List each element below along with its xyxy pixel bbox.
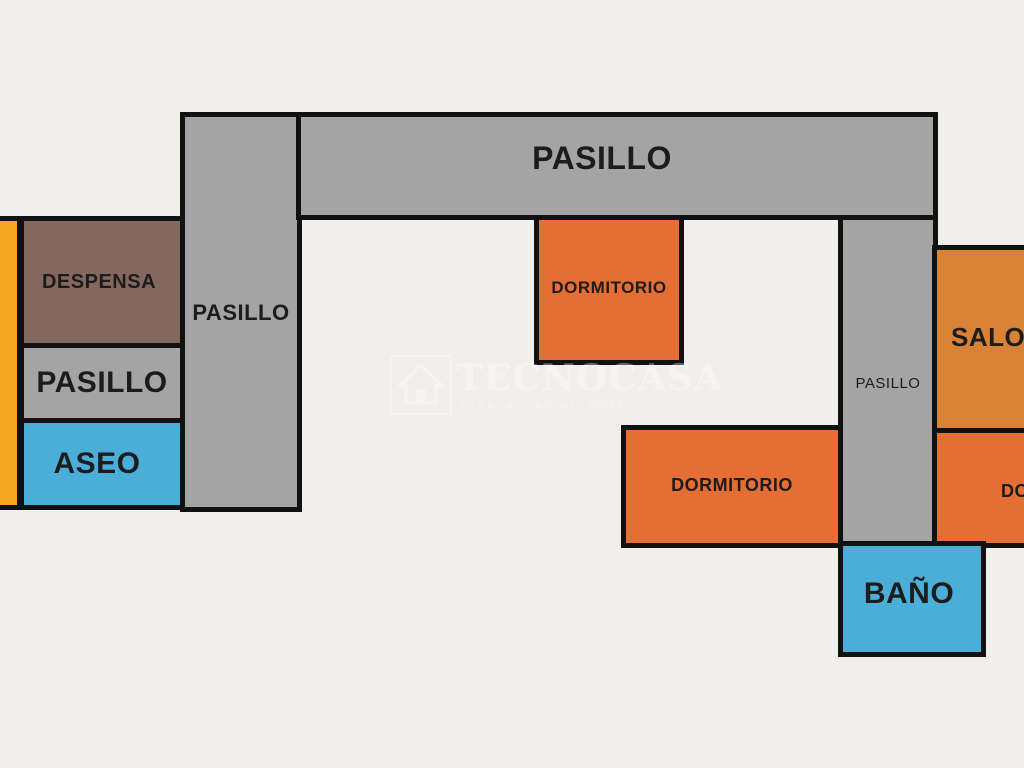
room-salon-partial: SALON — [932, 245, 1024, 434]
room-label-pasillo-vertical-right: PASILLO — [855, 374, 921, 392]
room-label-bano: BAÑO — [863, 577, 955, 610]
room-label-pasillo-small-left: PASILLO — [36, 366, 168, 399]
room-label-dormitorio-right: DORMITORIO — [1001, 480, 1024, 501]
room-label-pasillo-vertical-left: PASILLO — [192, 300, 290, 325]
room-dormitorio-lower: DORMITORIO — [621, 425, 843, 548]
watermark-house-icon — [390, 355, 452, 415]
watermark-tagline: FRANCHISING NETWORK — [460, 401, 628, 411]
room-dormitorio-center: DORMITORIO — [534, 215, 684, 365]
room-label-dormitorio-center: DORMITORIO — [551, 278, 667, 297]
room-aseo: ASEO — [19, 418, 185, 510]
room-pasillo-top: PASILLO — [296, 112, 938, 220]
room-pasillo-vertical-left: PASILLO — [180, 112, 302, 512]
room-label-salon: SALON — [951, 322, 1024, 352]
house-icon — [396, 362, 446, 405]
room-bano: BAÑO — [838, 541, 986, 657]
room-despensa: DESPENSA — [19, 216, 185, 348]
room-pasillo-small-left: PASILLO — [19, 343, 185, 423]
room-label-pasillo-top: PASILLO — [532, 139, 672, 176]
room-pasillo-vertical-right: PASILLO — [838, 215, 938, 547]
room-label-despensa: DESPENSA — [41, 270, 157, 293]
room-label-aseo: ASEO — [53, 447, 141, 480]
room-dormitorio-right-partial: DORMITORIO — [932, 428, 1024, 548]
room-label-dormitorio-lower: DORMITORIO — [671, 475, 793, 495]
